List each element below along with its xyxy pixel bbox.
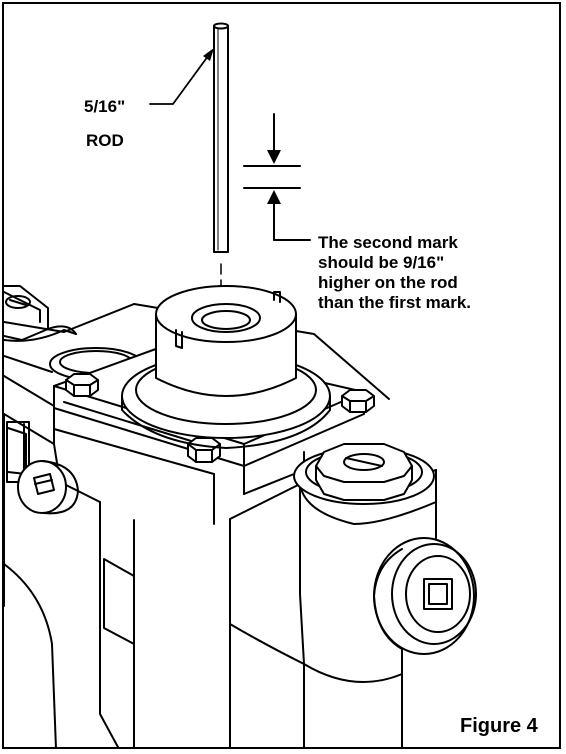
bolt-right <box>341 389 375 413</box>
bolt-left <box>65 373 99 397</box>
note-line: The second mark <box>318 233 458 252</box>
dimension-marks <box>243 113 311 241</box>
bolt-front <box>187 437 221 463</box>
note-line: higher on the rod <box>318 273 458 293</box>
right-cap <box>293 443 437 571</box>
mark-instruction-note: The second mark should be 9/16" higher o… <box>318 233 471 313</box>
figure-caption: Figure 4 <box>460 715 538 737</box>
rod <box>213 22 229 253</box>
rod-label-leader <box>149 51 212 105</box>
valve-assembly-drawing <box>4 22 477 747</box>
note-line: than the first mark. <box>318 293 472 313</box>
left-valve-cap <box>4 285 77 342</box>
outlet-fitting <box>373 537 477 655</box>
note-line: should be 9/16" <box>318 253 445 273</box>
collar <box>155 285 297 397</box>
rod-name-label: ROD <box>86 131 124 150</box>
left-plug <box>17 460 79 515</box>
figure-frame: 5/16" ROD The second mark should be 9/16… <box>2 2 561 749</box>
rod-size-label: 5/16" <box>84 97 126 116</box>
rod-leader-arrowhead <box>203 48 214 61</box>
